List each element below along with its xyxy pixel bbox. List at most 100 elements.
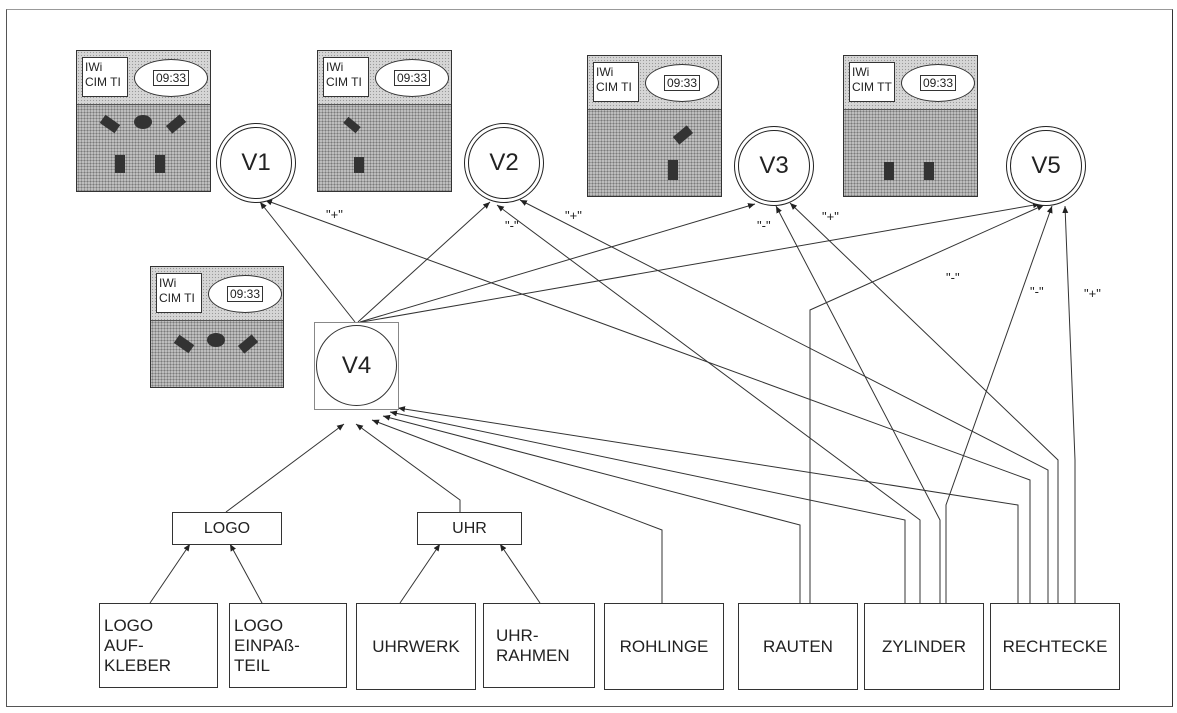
edge-zylinder-v3 — [776, 206, 940, 603]
sign-v2-plus: "+" — [565, 208, 582, 223]
screen-label: IWi CIM TI — [593, 62, 639, 102]
leaf-rechtecke: RECHTECKE — [990, 603, 1120, 690]
edge-v4-v2 — [358, 202, 490, 322]
screen-header: IWi CIM TI 09:33 — [151, 267, 283, 321]
node-v4-inner: V4 — [316, 325, 397, 406]
screen-label: IWi CIM TI — [82, 57, 128, 97]
leaf-text-line: EINPAß- — [234, 636, 300, 656]
sign-v3-minus: "-" — [757, 218, 771, 233]
leaf-text-line: UHRWERK — [372, 637, 460, 657]
node-v3-label: V3 — [759, 152, 788, 180]
diamond-shape-icon — [166, 114, 186, 133]
diamond-shape-icon — [673, 125, 693, 144]
sign-v3-plus: "+" — [822, 209, 839, 224]
sign-zylinder-minus: "-" — [1030, 284, 1044, 299]
leaf-text-line: TEIL — [234, 656, 270, 676]
group-uhr-label: UHR — [452, 519, 487, 539]
leaf-text-line: RAUTEN — [763, 637, 833, 657]
leaf-uhrwerk: UHRWERK — [356, 603, 476, 690]
leaf-text-line: RECHTECKE — [1003, 637, 1108, 657]
screen-v5: IWi CIM TT 09:33 — [843, 55, 978, 197]
node-v1-label: V1 — [241, 149, 270, 177]
screen-label-line2: CIM TI — [159, 291, 199, 306]
cylinder-shape-icon — [924, 162, 934, 180]
screen-label-line2: CIM TT — [852, 80, 892, 95]
leaf-text-line: AUF- — [104, 636, 144, 656]
group-logo: LOGO — [172, 512, 282, 545]
leaf-text-line: KLEBER — [104, 656, 171, 676]
clock-icon: 09:33 — [645, 64, 719, 102]
screen-label: IWi CIM TI — [156, 273, 202, 313]
node-v3-inner: V3 — [738, 130, 810, 202]
edge-uhr-v4 — [356, 424, 460, 512]
edge-einpassteil-logo — [230, 544, 262, 603]
screen-label: IWi CIM TI — [323, 57, 369, 97]
edge-rechtecke-v5 — [1065, 206, 1075, 603]
diamond-shape-icon — [100, 115, 120, 134]
cylinder-shape-icon — [155, 155, 165, 173]
edge-zylinder-v5 — [946, 206, 1052, 603]
sign-rechtecke-plus: "+" — [1084, 286, 1101, 301]
edge-rechtecke-v2 — [520, 200, 1048, 603]
sign-v1-plus: "+" — [326, 207, 343, 222]
sign-rauten-minus: "-" — [946, 270, 960, 285]
screen-v3: IWi CIM TI 09:33 — [587, 55, 722, 197]
diamond-shape-icon — [238, 334, 258, 353]
leaf-logo-aufkleber: LOGO AUF- KLEBER — [99, 603, 218, 688]
screen-v1: IWi CIM TI 09:33 — [76, 50, 211, 192]
group-uhr: UHR — [417, 512, 522, 545]
leaf-rohlinge: ROHLINGE — [604, 603, 724, 690]
edge-rauten-v5 — [810, 205, 1044, 603]
screen-label-line2: CIM TI — [326, 75, 366, 90]
cylinder-shape-icon — [354, 157, 364, 173]
clock-time: 09:33 — [664, 75, 700, 91]
leaf-text-line: UHR- — [496, 626, 539, 646]
node-v4-label: V4 — [342, 352, 371, 380]
diamond-shape-icon — [343, 117, 360, 133]
edge-uhrwerk-uhr — [400, 544, 440, 603]
edge-logo-v4 — [226, 424, 344, 512]
screen-header: IWi CIM TI 09:33 — [588, 56, 721, 110]
screen-header: IWi CIM TT 09:33 — [844, 56, 977, 110]
sign-v2-minus: "-" — [505, 218, 519, 233]
screen-v4: IWi CIM TI 09:33 — [150, 266, 284, 388]
node-v1-inner: V1 — [220, 127, 292, 199]
node-v5-label: V5 — [1031, 152, 1060, 180]
node-v2: V2 — [464, 123, 544, 203]
leaf-text-line: RAHMEN — [496, 646, 570, 666]
cylinder-shape-icon — [115, 155, 125, 173]
edge-aufkleber-logo — [150, 544, 190, 603]
clock-icon: 09:33 — [208, 275, 282, 313]
leaf-text-line: LOGO — [104, 616, 153, 636]
edge-rahmen-uhr — [500, 544, 540, 603]
edge-zylinder-v4 — [390, 412, 905, 603]
diamond-shape-icon — [174, 335, 194, 354]
leaf-text-line: ZYLINDER — [882, 637, 966, 657]
group-logo-label: LOGO — [204, 519, 250, 539]
clock-icon: 09:33 — [375, 59, 449, 97]
clock-time: 09:33 — [227, 286, 263, 302]
screen-header: IWi CIM TI 09:33 — [318, 51, 451, 105]
screen-label-line2: CIM TI — [85, 75, 125, 90]
clock-icon: 09:33 — [901, 64, 975, 102]
leaf-text-line: LOGO — [234, 616, 283, 636]
edge-zylinder-v2 — [497, 205, 920, 603]
cylinder-shape-icon — [884, 162, 894, 180]
node-v4: V4 — [314, 322, 399, 410]
screen-label: IWi CIM TT — [849, 62, 895, 102]
screen-label-line1: IWi — [85, 60, 125, 75]
screen-label-line1: IWi — [159, 276, 199, 291]
screen-header: IWi CIM TI 09:33 — [77, 51, 210, 105]
node-v2-label: V2 — [489, 149, 518, 177]
leaf-rauten: RAUTEN — [738, 603, 858, 690]
leaf-text-line: ROHLINGE — [620, 637, 709, 657]
leaf-zylinder: ZYLINDER — [864, 603, 984, 690]
logo-shape-icon — [134, 115, 152, 129]
node-v1: V1 — [216, 123, 296, 203]
logo-shape-icon — [207, 333, 225, 347]
screen-label-line1: IWi — [326, 60, 366, 75]
clock-time: 09:33 — [153, 70, 189, 86]
screen-label-line1: IWi — [596, 65, 636, 80]
node-v5: V5 — [1006, 126, 1086, 206]
node-v2-inner: V2 — [468, 127, 540, 199]
